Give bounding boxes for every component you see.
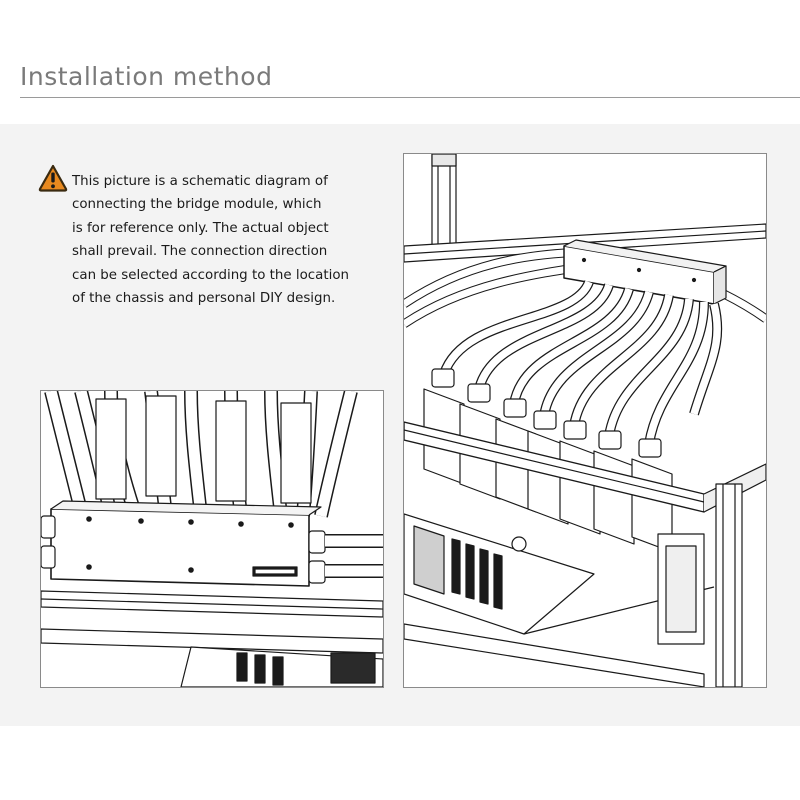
notice-line: This picture is a schematic diagram of [72,174,328,189]
warning-icon [38,164,68,192]
notice-line: can be selected according to the locatio… [72,267,350,283]
notice-text: This picture is a schematic diagram of c… [72,170,392,310]
frame-bars [41,590,383,654]
bridge-module [50,500,322,587]
gpu-fittings [431,368,662,458]
gpu-tubes [439,279,723,445]
page-title: Installation method [20,62,273,91]
motherboard [180,646,383,687]
frame-rail-left [431,154,457,250]
frame-rail-right [715,483,743,687]
gpu-brackets [95,395,312,504]
bridge-closeup-diagram [40,390,384,688]
notice-line: of the chassis and personal DIY design. [72,291,336,307]
motherboard [404,513,595,635]
bridge-module [563,239,727,305]
side-fittings [41,515,383,584]
notice-line: connecting the bridge module, which [72,197,322,213]
title-divider [20,97,800,98]
notice-line: is for reference only. The actual object [72,220,329,236]
header: Installation method [0,0,800,124]
side-unit [657,533,705,645]
bridge-installation-diagram [403,153,767,688]
notice-line: shall prevail. The connection direction [72,244,328,260]
